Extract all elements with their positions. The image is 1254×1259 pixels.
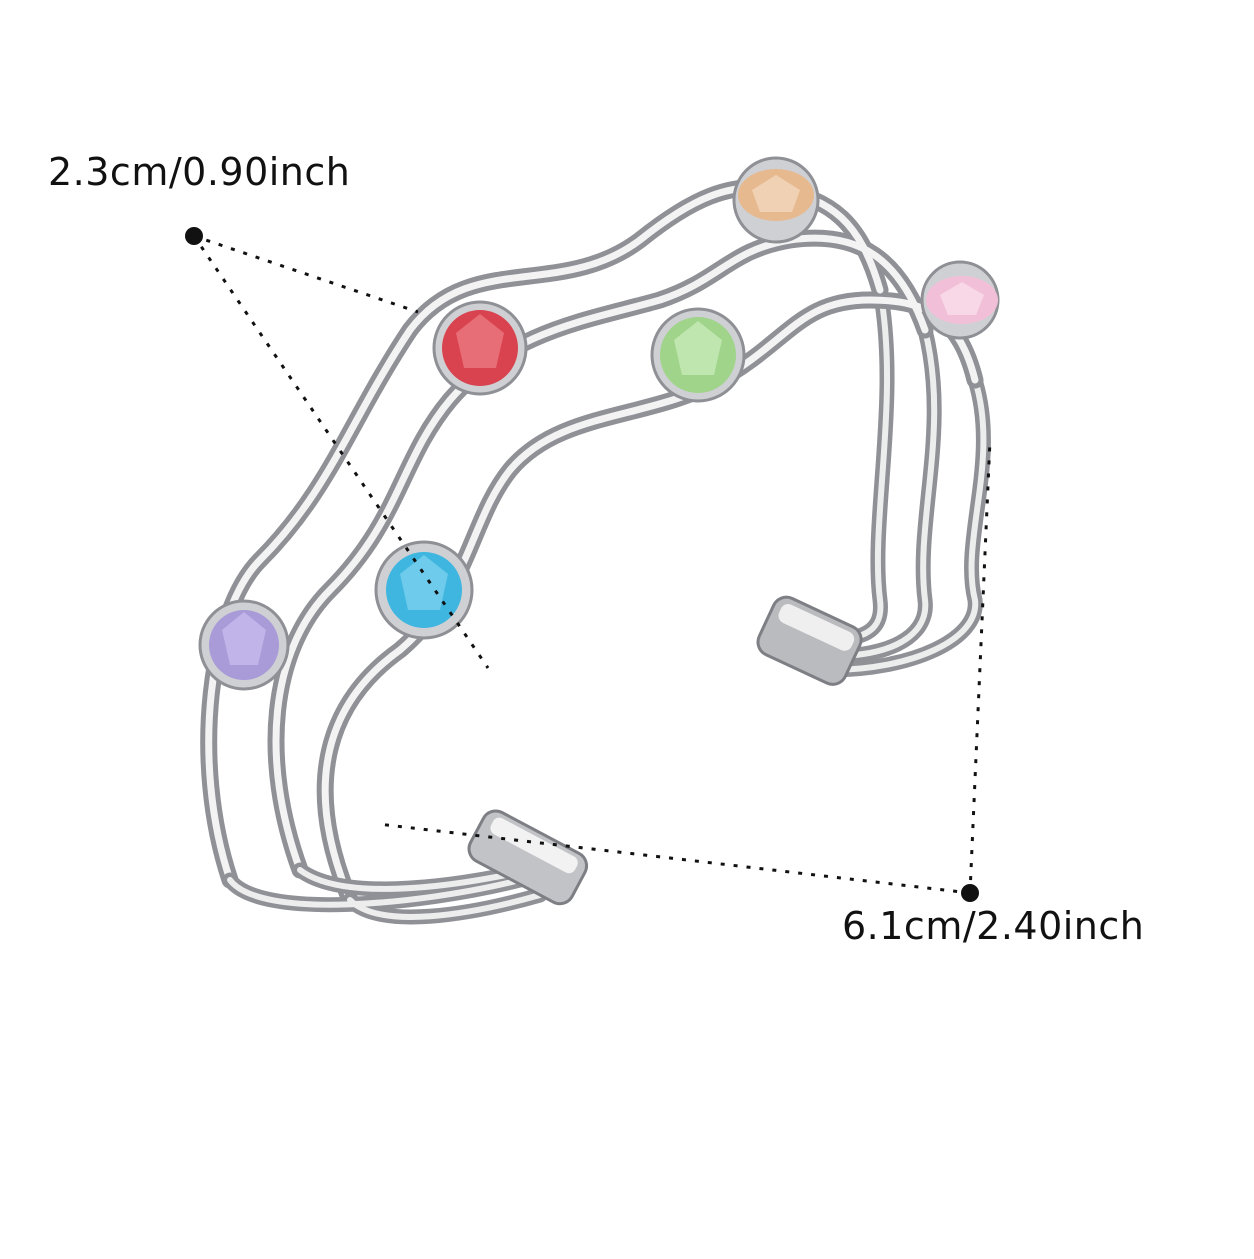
bracelet-front-wires bbox=[200, 178, 984, 925]
gem-purple bbox=[198, 599, 290, 691]
gem-green bbox=[650, 307, 746, 403]
gem-blue bbox=[374, 540, 474, 640]
width-dimension-label: 2.3cm/0.90inch bbox=[48, 150, 351, 194]
length-dimension-line-vertical bbox=[968, 439, 992, 894]
length-dimension-marker bbox=[377, 439, 992, 902]
length-dimension-label: 6.1cm/2.40inch bbox=[842, 904, 1145, 948]
left-end-cap bbox=[467, 809, 589, 906]
right-end-cap bbox=[756, 595, 863, 686]
width-dimension-line-upper bbox=[193, 234, 419, 314]
length-dimension-line-horizontal bbox=[377, 822, 971, 895]
gem-pink bbox=[920, 260, 1000, 340]
width-dimension-marker bbox=[185, 227, 490, 669]
gem-red bbox=[432, 300, 528, 396]
gem-champagne bbox=[732, 156, 820, 244]
width-dimension-line-lower bbox=[192, 235, 490, 669]
